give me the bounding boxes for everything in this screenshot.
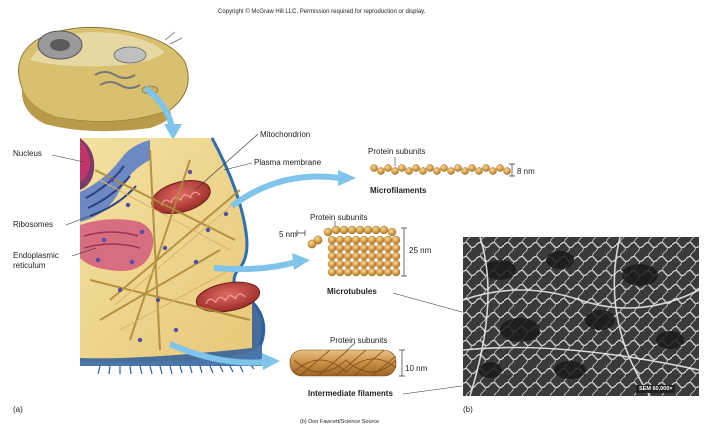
intermediate-filament-illustration [289,349,405,377]
label-protein-subunits-microtubule: Protein subunits [310,213,368,222]
label-25nm: 25 nm [409,246,432,255]
leader-lines [51,133,463,395]
microtubule-illustration [296,225,407,277]
label-microtubules: Microtubules [327,287,377,296]
panel-label-b: (b) [463,405,473,414]
label-protein-subunits-intermediate: Protein subunits [330,336,388,345]
label-5nm: 5 nm [279,230,297,239]
filament-arrows [168,170,356,370]
label-ribosomes: Ribosomes [13,220,54,229]
label-nucleus: Nucleus [13,149,42,158]
label-intermediate-filaments: Intermediate filaments [308,389,393,398]
label-protein-subunits-microfilament: Protein subunits [368,147,426,156]
label-mitochondrion: Mitochondrion [260,130,311,139]
label-er-line2: reticulum [13,261,46,270]
cell-cutaway-illustration [80,137,266,375]
label-10nm: 10 nm [405,364,428,373]
panel-label-a: (a) [13,405,23,414]
label-er-line1: Endoplasmic [13,251,59,260]
copyright-notice: Copyright © McGraw Hill LLC. Permission … [218,9,426,15]
label-plasma-membrane: Plasma membrane [254,158,322,167]
microfilament-illustration [370,163,515,177]
label-8nm: 8 nm [517,167,535,176]
sem-magnification-badge: SEM 60,000× [636,385,676,393]
image-credit: (b) Don Fawcett/Science Source [300,419,380,425]
zoom-arrow [143,85,182,140]
label-microfilaments: Microfilaments [370,186,427,195]
sem-micrograph [462,236,700,397]
whole-cell-illustration [18,26,189,132]
